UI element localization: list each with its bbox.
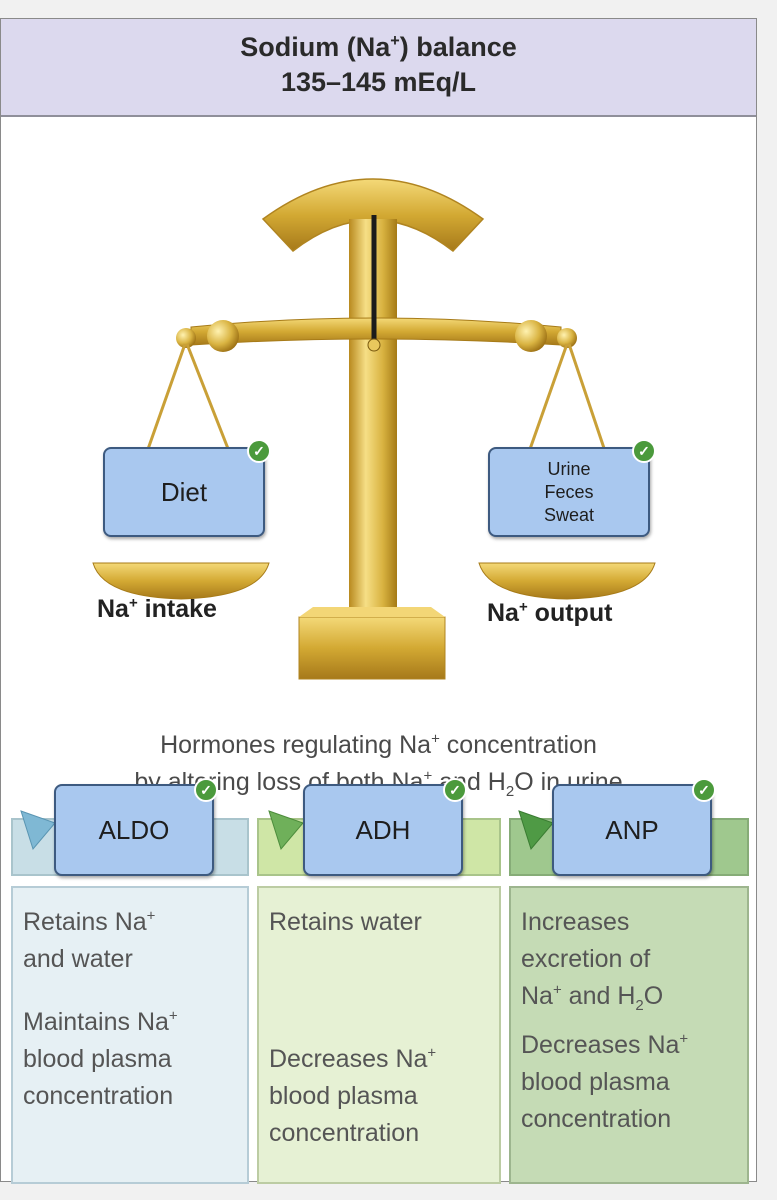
caption-line-1: Hormones regulating Na+ concentration bbox=[160, 730, 597, 759]
aldo-box[interactable]: ALDO ✓ bbox=[54, 778, 218, 876]
adh-label: ADH bbox=[355, 814, 411, 845]
na-intake-label: Na+ intake bbox=[97, 594, 217, 623]
diet-label: Diet bbox=[160, 476, 208, 507]
arrow-tab-icon bbox=[518, 810, 554, 851]
aldo-column-body: Retains Na+and water Maintains Na+blood … bbox=[11, 886, 249, 1184]
check-icon: ✓ bbox=[692, 778, 716, 802]
normal-range: 135–145 mEq/L bbox=[280, 67, 477, 97]
check-icon: ✓ bbox=[194, 778, 218, 802]
title-bar: Sodium (Na+) balance 135–145 mEq/L bbox=[1, 19, 756, 117]
check-icon: ✓ bbox=[632, 439, 656, 463]
diagram-frame: Sodium (Na+) balance 135–145 mEq/L bbox=[0, 18, 757, 1184]
adh-box[interactable]: ADH ✓ bbox=[303, 778, 467, 876]
na-output-label: Na+ output bbox=[487, 598, 613, 627]
anp-label: ANP bbox=[605, 814, 659, 845]
arrow-tab-icon bbox=[20, 810, 56, 851]
aldo-label: ALDO bbox=[98, 814, 170, 845]
urine-label: Urine bbox=[547, 458, 591, 479]
check-icon: ✓ bbox=[443, 778, 467, 802]
output-sources-box[interactable]: Urine Feces Sweat ✓ bbox=[488, 439, 656, 537]
adh-effect-1: Retains water bbox=[269, 908, 422, 936]
feces-label: Feces bbox=[544, 481, 594, 502]
arrow-tab-icon bbox=[268, 810, 304, 851]
anp-box[interactable]: ANP ✓ bbox=[552, 778, 716, 876]
sweat-label: Sweat bbox=[543, 504, 595, 525]
aldo-effect-1: Retains Na+and water bbox=[23, 907, 156, 973]
diet-box[interactable]: Diet ✓ bbox=[103, 439, 271, 537]
balance-scale-icon bbox=[92, 178, 656, 680]
check-icon: ✓ bbox=[247, 439, 271, 463]
page-title: Sodium (Na+) balance bbox=[240, 32, 517, 62]
